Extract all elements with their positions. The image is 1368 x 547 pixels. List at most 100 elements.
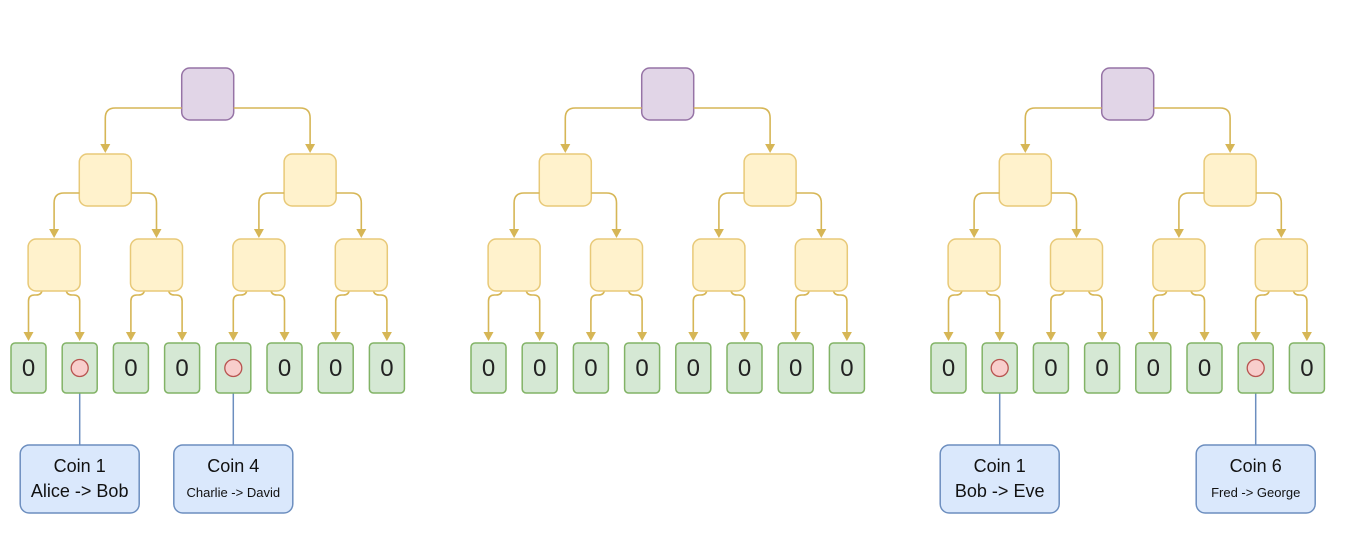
callout-box [173,444,294,514]
leaf-node: 0 [368,342,406,394]
leaf-node: 0 [777,342,814,394]
inner-node-level-2 [1049,238,1104,292]
leaf-node: 0 [572,342,610,394]
tree-edge [730,288,746,333]
inner-node-level-1 [538,153,593,207]
inner-node-level-1 [283,153,337,207]
tree-edge [1292,288,1308,333]
arrow-head-icon [330,332,341,341]
inner-node-level-2 [589,238,644,292]
arrow-head-icon [611,229,622,238]
leaf-node: 0 [10,342,47,394]
leaf-box [10,342,47,394]
leaf-node: 0 [1083,342,1121,394]
tree-edge [1256,192,1283,230]
arrow-head-icon [1250,332,1261,341]
tree-edge [1152,288,1168,333]
arrow-head-icon [49,229,60,238]
callout-transfer: Charlie -> David [187,485,281,500]
leaf-node: 0 [675,342,712,394]
tree-edge [693,107,771,145]
leaf-box [266,342,303,394]
inner-node-level-2 [487,238,541,292]
leaf-box [163,342,201,394]
arrow-head-icon [943,332,954,341]
leaf-box [572,342,610,394]
arrow-head-icon [560,144,571,153]
inner-node-level-2 [334,238,389,292]
inner-node-level-1 [743,153,797,207]
tree-edge [167,288,183,333]
tree-edge [513,192,540,230]
leaf-node: 0 [163,342,201,394]
tree-edge [336,192,363,230]
arrow-head-icon [100,144,111,153]
arrow-head-icon [1199,332,1210,341]
leaf-value: 0 [175,355,188,382]
leaf-value: 0 [1147,355,1160,382]
arrow-head-icon [969,229,980,238]
tree-edge [591,192,618,230]
arrow-head-icon [816,229,827,238]
tree-edge [1024,107,1102,145]
root-node [180,67,235,121]
leaf-value: 0 [22,355,35,382]
arrow-head-icon [23,332,34,341]
leaf-node [61,342,98,394]
leaf-value: 0 [635,355,648,382]
arrow-head-icon [509,229,520,238]
leaf-box [1288,342,1326,394]
arrow-head-icon [74,332,85,341]
tree-edge [334,288,351,333]
tree-edge [131,192,158,230]
arrow-head-icon [534,332,545,341]
arrow-head-icon [1045,332,1056,341]
leaf-node: 0 [1186,342,1223,394]
tree-edge [1087,288,1103,333]
leaf-node: 0 [1032,342,1070,394]
leaf-node [215,342,252,394]
tree-edge [130,288,146,333]
inner-node-level-2 [1152,238,1206,292]
arrow-head-icon [228,332,239,341]
arrow-head-icon [688,332,699,341]
leaf-value: 0 [1198,355,1211,382]
tree-edge [233,107,311,145]
leaf-value: 0 [789,355,802,382]
tree-edge [270,288,286,333]
tree-edge [796,192,823,230]
tree-edge [372,288,388,333]
leaf-value: 0 [329,355,342,382]
callout-title: Coin 1 [974,456,1026,476]
arrow-head-icon [356,229,367,238]
arrow-head-icon [1225,144,1236,153]
arrow-head-icon [1071,229,1082,238]
coin-marker-icon [70,358,89,378]
arrow-head-icon [305,144,316,153]
inner-node-level-2 [129,238,184,292]
leaf-box [1186,342,1223,394]
arrow-head-icon [1276,229,1287,238]
inner-node-level-2 [794,238,849,292]
arrow-head-icon [125,332,136,341]
arrow-head-icon [637,332,648,341]
callout-box [19,444,140,514]
leaf-node: 0 [623,342,661,394]
leaf-value: 0 [482,355,495,382]
arrow-head-icon [739,332,750,341]
leaf-box [112,342,150,394]
tree-edge [832,288,848,333]
leaf-node: 0 [470,342,507,394]
leaf-box [317,342,354,394]
tree-edge [627,288,643,333]
leaf-node: 0 [726,342,763,394]
arrow-head-icon [765,144,776,153]
arrow-head-icon [381,332,392,341]
tree-edge [487,288,503,333]
